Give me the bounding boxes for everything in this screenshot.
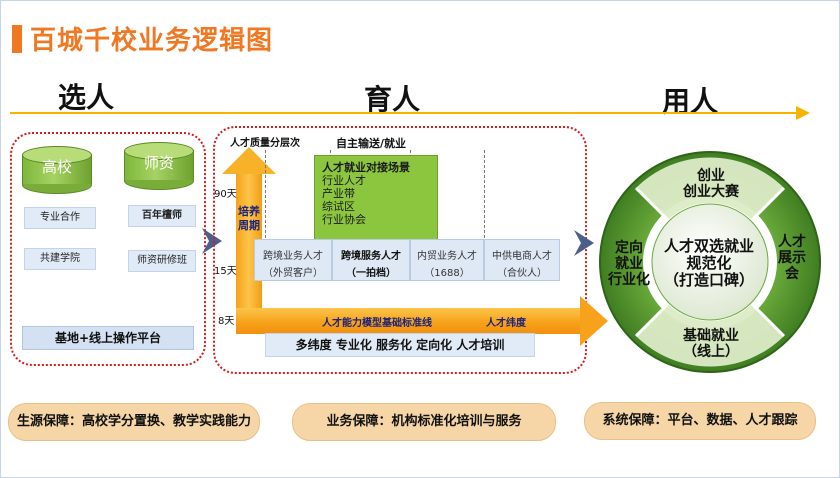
stage-select-label: 选人 — [58, 81, 115, 114]
training-dimensions-bar: 多纬度 专业化 服务化 定向化 人才培训 — [265, 333, 535, 357]
step-subtitle: （外贸客户） — [263, 268, 323, 279]
ring-right-showcase: 人才 展示 会 — [778, 234, 806, 282]
step-subtitle: （一拍档） — [346, 268, 396, 279]
step-ecommerce-partner: 中供电商人才 （合伙人） — [484, 239, 560, 281]
step-cross-border-service: 跨境服务人才 （一拍档） — [332, 239, 410, 281]
step-title: 跨境业务人才 — [263, 251, 323, 262]
talent-dimension-label: 人才纬度 — [486, 318, 526, 329]
ring-bottom-basic-employment: 基础就业 （线上） — [683, 328, 739, 360]
cultivate-section-box — [213, 126, 587, 374]
guarantee-student-source: 生源保障：高校学分置换、教学实践能力 — [8, 403, 260, 441]
scene-item: 产业带 — [322, 187, 355, 200]
cylinder-teachers-label: 师资 — [143, 154, 174, 172]
scene-item: 综试区 — [322, 200, 355, 213]
baseline-standard-label: 人才能力模型基础标准线 — [322, 318, 432, 329]
step-domestic-trade: 内贸业务人才 （1688） — [410, 239, 484, 281]
talent-quality-label: 人才质量分层次 — [230, 138, 300, 149]
tag-century-teachers: 百年檀师 — [128, 205, 196, 227]
stage-employ-label: 用人 — [662, 85, 719, 118]
chevron-right-icon — [202, 228, 222, 254]
scene-item: 行业人才 — [322, 174, 366, 187]
ring-center-mutual-selection: 人才双选就业 规范化 （打造口碑） — [663, 237, 754, 289]
tag-major-cooperation: 专业合作 — [24, 207, 96, 229]
dashed-guide-1 — [265, 150, 266, 238]
stage-cultivate-label: 育人 — [364, 83, 421, 116]
tag-joint-college: 共建学院 — [24, 248, 96, 270]
growth-arrow-head-right — [580, 296, 608, 346]
step-subtitle: （合伙人） — [497, 268, 547, 279]
step-cross-border-business: 跨境业务人才 （外贸客户） — [254, 239, 332, 281]
employment-ring — [599, 151, 821, 373]
chevron-right-icon — [574, 230, 594, 256]
step-subtitle: （1688） — [424, 268, 470, 279]
ring-top-entrepreneurship: 创业 创业大赛 — [683, 168, 739, 200]
cylinder-university-label: 高校 — [41, 158, 72, 176]
guarantee-system: 系统保障：平台、数据、人才跟踪 — [584, 402, 816, 440]
growth-arrow-head-up — [222, 147, 276, 174]
timeline-line — [10, 112, 800, 114]
title-accent-bar — [12, 25, 22, 53]
training-cycle-label: 培养周期 — [238, 205, 260, 232]
self-output-label: 自主输送/就业 — [336, 137, 407, 150]
scene-item: 行业协会 — [322, 213, 366, 226]
time-mark-15: 15天 — [214, 266, 237, 277]
step-title: 中供电商人才 — [492, 251, 552, 262]
employment-scene-box: 人才就业对接场景 行业人才 产业带 综试区 行业协会 — [314, 155, 438, 240]
tag-teacher-training: 师资研修班 — [128, 250, 196, 272]
page-title: 百城千校业务逻辑图 — [30, 26, 274, 56]
time-mark-90: 90天 — [214, 189, 237, 200]
step-title: 内贸业务人才 — [417, 251, 477, 262]
ring-left-targeted: 定向 就业 行业化 — [608, 240, 650, 288]
platform-bar: 基地+线上操作平台 — [22, 326, 194, 350]
timeline-arrowhead — [796, 106, 810, 120]
scene-title: 人才就业对接场景 — [322, 161, 410, 174]
step-title: 跨境服务人才 — [341, 251, 401, 262]
guarantee-business: 业务保障：机构标准化培训与服务 — [292, 403, 556, 441]
dashed-guide-4 — [484, 150, 485, 238]
time-mark-8: 8天 — [218, 316, 235, 327]
growth-arrow-horizontal — [236, 308, 582, 334]
